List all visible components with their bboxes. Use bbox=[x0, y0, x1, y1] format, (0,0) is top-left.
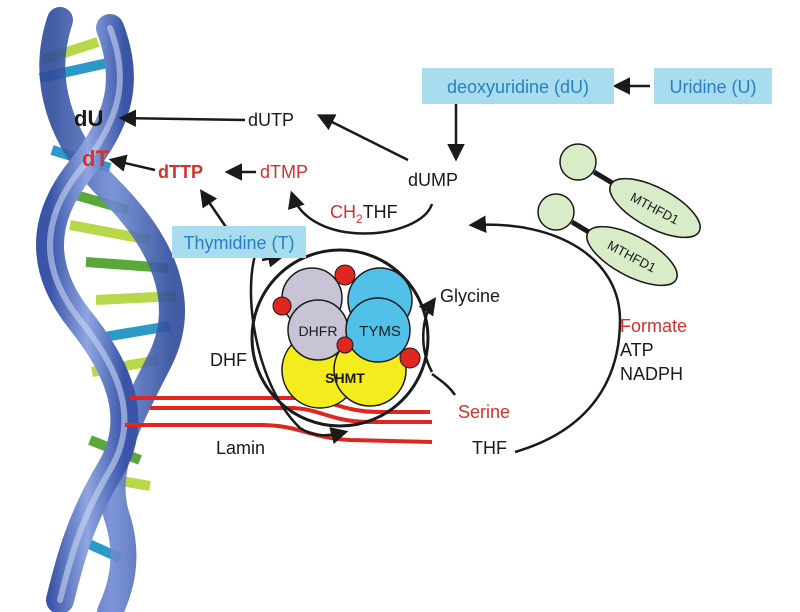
mthfd1-protein-bottom: MTHFD1 bbox=[537, 193, 678, 287]
arrow-thf-formate bbox=[468, 215, 622, 454]
du-helix-label: dU bbox=[74, 106, 103, 131]
mthfd1-protein-top: MTHFD1 bbox=[559, 143, 701, 239]
thymidine-box: Thymidine (T) bbox=[172, 226, 306, 258]
ch2thf-label: CH2THF bbox=[330, 202, 398, 226]
red-dot bbox=[336, 336, 354, 354]
dhfr-label: DHFR bbox=[299, 323, 338, 339]
lamin-label: Lamin bbox=[216, 438, 265, 458]
tyms-subunit bbox=[345, 297, 411, 363]
mthfd1-body bbox=[609, 177, 701, 239]
folate-cycle-ring bbox=[250, 248, 430, 428]
deoxyuridine-box: deoxyuridine (dU) bbox=[422, 68, 614, 104]
arrow-dutp-to-du bbox=[118, 109, 246, 127]
dttp-label: dTTP bbox=[158, 162, 203, 182]
uridine-label: Uridine (U) bbox=[669, 77, 756, 97]
ch2thf-prefix: CH bbox=[330, 202, 356, 222]
ch2thf-suffix: THF bbox=[363, 202, 398, 222]
shmt-label: SHMT bbox=[325, 370, 365, 386]
arrow-serine-in bbox=[431, 372, 457, 396]
mthfd1-head bbox=[559, 143, 597, 181]
arrow-dump-to-dutp bbox=[316, 114, 409, 162]
uridine-box: Uridine (U) bbox=[654, 68, 772, 104]
dhf-label: DHF bbox=[210, 350, 247, 370]
enzyme-complex: DHFR TYMS SHMT bbox=[272, 264, 421, 409]
formate-label: Formate bbox=[620, 316, 687, 336]
dutp-label: dUTP bbox=[248, 110, 294, 130]
dna-helix bbox=[36, 7, 185, 612]
ch2thf-subscript: 2 bbox=[356, 212, 363, 226]
serine-label: Serine bbox=[458, 402, 510, 422]
arrow-dttp-to-dt bbox=[108, 154, 156, 172]
deoxyuridine-label: deoxyuridine (dU) bbox=[447, 77, 589, 97]
mthfd1-body bbox=[586, 225, 678, 287]
thf-label: THF bbox=[472, 438, 507, 458]
nadph-label: NADPH bbox=[620, 364, 683, 384]
arrow-dhf-lamin bbox=[249, 239, 349, 445]
arrow-dump-to-dtmp bbox=[287, 190, 434, 235]
red-dot bbox=[334, 264, 356, 286]
red-dot bbox=[272, 296, 292, 316]
dt-helix-label: dT bbox=[82, 146, 109, 171]
mthfd1-head bbox=[537, 193, 575, 231]
atp-label: ATP bbox=[620, 340, 654, 360]
red-dot bbox=[399, 347, 421, 369]
arrow-ring-to-glycine bbox=[418, 297, 437, 373]
dna-strand-front-highlight bbox=[47, 25, 128, 603]
dna-strand-back bbox=[39, 7, 185, 612]
thymidine-label: Thymidine (T) bbox=[183, 233, 294, 253]
dump-label: dUMP bbox=[408, 170, 458, 190]
lamin-filaments bbox=[125, 396, 433, 444]
tyms-label: TYMS bbox=[359, 323, 401, 340]
arrow-thymidine-to-dttp bbox=[200, 189, 230, 231]
dtmp-label: dTMP bbox=[260, 162, 308, 182]
glycine-label: Glycine bbox=[440, 286, 500, 306]
